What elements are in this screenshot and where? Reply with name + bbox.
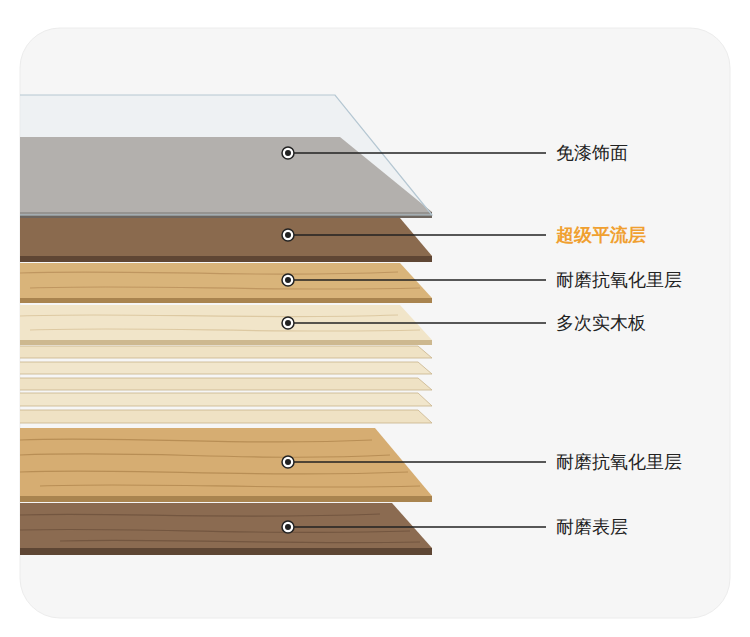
clear-film: [20, 95, 432, 215]
stratum-layer: [20, 218, 432, 256]
ply: [20, 410, 432, 423]
callout-label: 耐磨抗氧化里层: [556, 451, 682, 473]
layer-edge: [20, 496, 432, 502]
callout-label: 耐磨表层: [556, 516, 628, 538]
callout-label: 多次实木板: [556, 312, 646, 334]
layer-edge: [20, 298, 432, 303]
callout-label: 超级平流层: [556, 224, 646, 246]
callout-label: 免漆饰面: [556, 142, 628, 164]
wood-grain: [20, 514, 420, 543]
layer-edge: [20, 548, 432, 555]
callout-dots: [282, 147, 294, 533]
wear-surface-layer: [20, 503, 432, 548]
layer-edge: [20, 340, 432, 345]
layer-edge: [20, 256, 432, 262]
ply: [20, 362, 432, 374]
ply: [20, 346, 432, 358]
leader-lines: [294, 153, 546, 527]
ply: [20, 378, 432, 390]
wood-grain: [20, 439, 420, 487]
callout-label: 耐磨抗氧化里层: [556, 269, 682, 291]
ply: [20, 393, 432, 406]
